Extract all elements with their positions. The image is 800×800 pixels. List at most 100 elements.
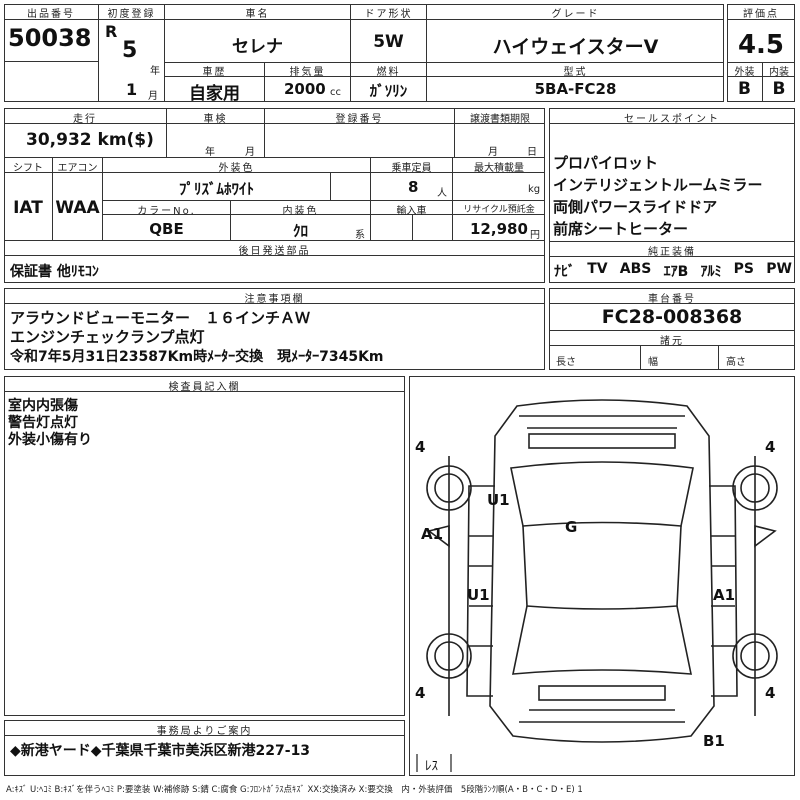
- inspector-line: 室内内張傷: [8, 398, 78, 414]
- inspector-label: 検査員記入欄: [168, 382, 241, 393]
- load-unit: kg: [528, 184, 541, 195]
- equip-item: TV: [587, 261, 608, 277]
- note-line: アラウンドビューモニター １６インチＡＷ: [10, 309, 311, 327]
- score: 4.5: [737, 30, 785, 60]
- cc-unit: cc: [330, 87, 341, 98]
- recycle-unit: 円: [530, 230, 540, 241]
- ext-label: 外装: [734, 67, 755, 78]
- equip-label: 純正装備: [648, 247, 696, 258]
- sales-point: プロパイロット: [553, 154, 659, 172]
- damage-mark-a1-left: A1: [421, 525, 443, 543]
- intcolor-label: 内装色: [282, 206, 319, 217]
- chassis-box: [549, 288, 795, 370]
- displacement-label: 排気量: [289, 67, 326, 78]
- fuel-label: 燃料: [376, 67, 401, 78]
- damage-mark-b1: B1: [703, 732, 725, 750]
- history-label: 車歴: [202, 67, 227, 78]
- grade-label: グレード: [551, 9, 600, 20]
- car-diagram: 4 4 4 4 U1 G A1 U1 A1 B1 ﾚｽ: [415, 399, 778, 774]
- sales-points-box: [549, 108, 795, 283]
- lot-number: 50038: [8, 24, 92, 52]
- equip-item: ｱﾙﾐ: [700, 264, 722, 280]
- reg-year: 5: [122, 38, 138, 63]
- damage-diagram-box: [409, 376, 795, 776]
- sales-point: 前席シートヒーター: [553, 220, 689, 238]
- transfer-month-unit: 月: [488, 147, 498, 158]
- fuel: ｶﾞｿﾘﾝ: [369, 82, 408, 100]
- chassis-number: FC28-008368: [601, 306, 743, 328]
- tire-less-label: ﾚｽ: [425, 759, 439, 774]
- width-label: 幅: [648, 357, 658, 368]
- tire-mark-front-right: 4: [765, 438, 775, 456]
- exterior-color: ﾌﾟﾘｽﾞﾑﾎﾜｲﾄ: [178, 180, 254, 198]
- sales-point: 両側パワースライドドア: [553, 198, 718, 216]
- equip-item: PS: [733, 261, 755, 277]
- inspector-box: [4, 376, 405, 716]
- damage-mark-u1-rear: U1: [467, 586, 490, 604]
- recycle-fee: 12,980: [470, 220, 528, 238]
- capacity-unit: 人: [437, 188, 447, 199]
- damage-mark-g: G: [565, 518, 577, 536]
- inspector-line: 外装小傷有り: [8, 432, 92, 448]
- intcolor-unit: 系: [355, 230, 365, 241]
- tire-mark-front-left: 4: [415, 438, 425, 456]
- capacity: 8: [408, 178, 419, 196]
- tire-mark-rear-right: 4: [765, 684, 775, 702]
- mileage: 30,932 km($): [26, 130, 154, 150]
- int-grade: B: [772, 79, 786, 99]
- car-name-label: 車名: [245, 9, 270, 20]
- score-box: [727, 4, 795, 102]
- reg-label: 初度登録: [107, 9, 156, 20]
- ext-grade: B: [738, 79, 751, 99]
- equipment-list: ﾅﾋﾞ TV ABS ｴｱB ｱﾙﾐ PS PW: [554, 261, 792, 281]
- equip-item: ｴｱB: [663, 264, 689, 280]
- lot-label: 出品番号: [27, 9, 75, 20]
- note-line: エンジンチェックランプ点灯: [10, 328, 205, 346]
- reg-year-unit: 年: [150, 66, 160, 77]
- inspector-line: 警告灯点灯: [8, 415, 78, 431]
- tire-mark-rear-left: 4: [415, 684, 425, 702]
- regno-label: 登録番号: [335, 114, 384, 125]
- shaken-month-unit: 月: [245, 147, 255, 158]
- later-parts: 保証書 他ﾘﾓｺﾝ: [10, 264, 99, 280]
- door-label: ドア形状: [364, 9, 413, 20]
- score-label: 評価点: [743, 9, 779, 20]
- mileage-label: 走行: [73, 114, 97, 125]
- car-name: セレナ: [232, 37, 283, 57]
- notes-box: [4, 288, 545, 370]
- import-label: 輸入車: [396, 206, 427, 217]
- equip-item: PW: [766, 261, 792, 277]
- transfer-day-unit: 日: [527, 147, 537, 158]
- model-label: 型式: [563, 67, 588, 78]
- ac-label: エアコン: [57, 163, 98, 174]
- equip-item: ABS: [619, 261, 652, 277]
- sales-label: セールスポイント: [624, 114, 720, 125]
- top-block: [4, 4, 724, 102]
- sales-point: インテリジェントルームミラー: [553, 176, 763, 194]
- notes-label: 注意事項欄: [244, 294, 305, 305]
- capacity-label: 乗車定員: [391, 163, 432, 174]
- vehicle-details: [4, 108, 545, 283]
- chassis-label: 車台番号: [648, 294, 696, 305]
- colorno-label: カラーNo.: [137, 206, 196, 217]
- damage-mark-u1-front: U1: [487, 491, 510, 509]
- reg-month-unit: 月: [148, 91, 158, 102]
- model-code: 5BA-FC28: [534, 80, 617, 98]
- height-label: 高さ: [726, 357, 746, 368]
- office-text: ◆新港ヤード◆千葉県千葉市美浜区新港227-13: [10, 743, 311, 759]
- history: 自家用: [189, 84, 240, 104]
- door-type: 5W: [373, 32, 404, 52]
- office-label: 事務局よりご案内: [156, 726, 253, 737]
- interior-color: ｸﾛ: [292, 222, 308, 240]
- shift: IAT: [13, 198, 43, 218]
- note-line: 令和7年5月31日23587Km時ﾒｰﾀｰ交換 現ﾒｰﾀｰ7345Km: [10, 349, 384, 365]
- equip-item: ﾅﾋﾞ: [554, 264, 575, 280]
- grade: ハイウェイスターV: [492, 36, 659, 58]
- transfer-label: 譲渡書類期限: [470, 114, 530, 125]
- reg-era: R: [105, 22, 118, 41]
- shaken-label: 車検: [203, 114, 228, 125]
- aircon: WAA: [55, 198, 100, 218]
- office-box: [4, 720, 405, 776]
- damage-mark-a1-right: A1: [713, 586, 735, 604]
- shaken-year-unit: 年: [205, 147, 215, 158]
